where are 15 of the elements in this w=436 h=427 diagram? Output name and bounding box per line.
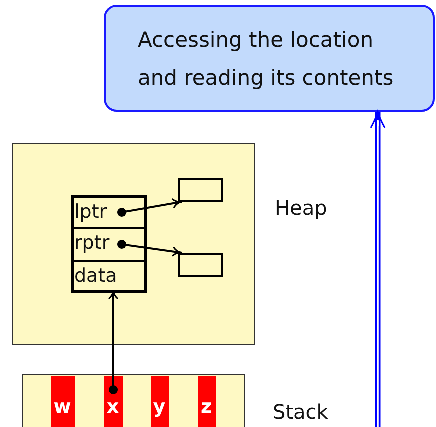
memory-region <box>12 143 255 345</box>
region-label: Stack <box>273 400 328 424</box>
struct-record <box>70 194 146 292</box>
stack-variable: z <box>198 376 216 427</box>
stack-variable: y <box>150 376 168 427</box>
region-label: Heap <box>275 196 328 220</box>
memory-cell <box>178 178 222 202</box>
stack-variable: x <box>104 376 122 427</box>
memory-cell <box>178 252 222 276</box>
struct-field: data <box>74 262 144 290</box>
memory-region <box>22 374 245 427</box>
text-box: Accessing the location and reading its contents <box>104 5 435 112</box>
struct-field: rptr <box>74 228 144 262</box>
stack-variable: w <box>50 376 74 427</box>
struct-field: lptr <box>74 198 144 228</box>
